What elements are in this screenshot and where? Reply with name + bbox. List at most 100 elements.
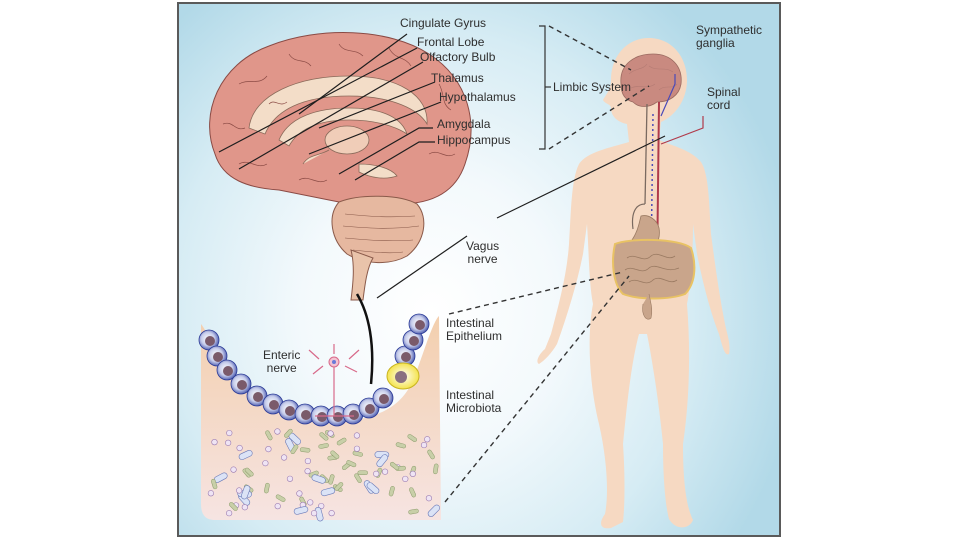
label-amygdala: Amygdala [437, 117, 491, 131]
microbe [330, 450, 340, 459]
cell-nucleus [269, 400, 279, 410]
intestinal-section [198, 313, 441, 522]
microbe [327, 430, 334, 437]
cell-nucleus [301, 410, 311, 420]
microbe [280, 454, 288, 461]
epithelial-cells [198, 313, 430, 427]
microbe [433, 463, 439, 475]
microbe [226, 510, 233, 517]
microbe [366, 482, 380, 495]
microbe [265, 446, 272, 453]
label-limbic-system: Limbic System [553, 80, 632, 94]
microbe [284, 428, 293, 438]
microbe [275, 494, 286, 502]
microbe [262, 460, 269, 467]
microbe [286, 475, 294, 482]
microbe [320, 487, 336, 497]
microbe [381, 468, 389, 475]
label-olfactory-bulb: Olfactory Bulb [420, 50, 496, 64]
microbe [304, 457, 311, 465]
microbe [395, 442, 407, 449]
microbe [420, 441, 428, 449]
microbe [293, 506, 309, 515]
leader-lines [218, 33, 666, 299]
cell-nucleus [409, 336, 419, 346]
cingulate [248, 75, 428, 135]
microbe [354, 473, 362, 483]
microbe [229, 502, 238, 511]
microbe [226, 429, 233, 437]
microbe [409, 470, 416, 477]
microbe [408, 508, 419, 515]
label-spinal-cord: Spinal cord [707, 85, 741, 112]
human-body [537, 38, 730, 529]
label-frontal-lobe: Frontal Lobe [417, 35, 485, 49]
cell-nucleus [253, 392, 263, 402]
brainstem [350, 249, 374, 301]
label-cingulate-gyrus: Cingulate Gyrus [400, 16, 487, 30]
cell-nucleus [401, 352, 411, 362]
microbe [241, 485, 251, 500]
cell-nucleus [333, 412, 343, 422]
microbiota [207, 428, 441, 522]
cerebellum [331, 195, 425, 264]
microbe [407, 434, 417, 442]
label-thalamus: Thalamus [431, 71, 484, 85]
microbe [274, 503, 281, 510]
microbe [409, 487, 417, 498]
label-sympathetic-ganglia: Sympathetic ganglia [696, 23, 763, 50]
diagram-artwork [198, 25, 730, 529]
dashed-connectors [444, 25, 650, 503]
gyri [222, 43, 456, 183]
microbe [373, 470, 380, 477]
microbe [244, 467, 254, 477]
microbe [264, 482, 270, 494]
label-intestinal-microbiota: Intestinal Microbiota [446, 388, 502, 415]
microbe [290, 444, 299, 455]
cell-nucleus [223, 366, 233, 376]
microbe [225, 439, 232, 446]
microbe [236, 487, 243, 494]
cell-nucleus [237, 380, 247, 390]
microbe [357, 470, 368, 476]
label-hypothalamus: Hypothalamus [439, 90, 516, 104]
label-vagus-nerve: Vagus nerve [466, 239, 500, 266]
microbe [389, 461, 400, 471]
microbe [336, 437, 347, 446]
microbe [211, 478, 218, 490]
microbe [241, 504, 248, 511]
microbe [265, 430, 273, 441]
sympathetic-chain [650, 113, 654, 270]
limbic-bracket [539, 25, 551, 150]
diagram-frame: Cingulate Gyrus Frontal Lobe Olfactory B… [177, 2, 781, 537]
vagus-in-body [644, 103, 648, 205]
cell-nucleus [349, 410, 359, 420]
enteric-neuron [308, 344, 360, 417]
microbe [238, 449, 253, 460]
microbe [352, 450, 363, 457]
microbe [353, 445, 361, 452]
microbe [307, 499, 314, 506]
cell-nucleus [213, 352, 223, 362]
microbe [319, 432, 329, 441]
microbe [346, 460, 357, 468]
microbe [230, 466, 237, 473]
microbe [328, 510, 335, 517]
microbe [427, 504, 441, 517]
microbe [424, 436, 431, 443]
microbe [402, 475, 409, 483]
microbe [334, 482, 344, 491]
microbe [304, 468, 311, 475]
microbe [388, 486, 395, 497]
microbe [211, 439, 218, 446]
microbe [274, 428, 281, 435]
intestines [612, 238, 696, 300]
cell-nucleus [205, 336, 215, 346]
label-hippocampus: Hippocampus [437, 133, 511, 147]
cell-nucleus [379, 394, 389, 404]
microbe [318, 443, 329, 449]
microbe [236, 444, 243, 452]
cell-nucleus [415, 320, 425, 330]
microbe [353, 432, 361, 439]
microbe [296, 490, 303, 497]
